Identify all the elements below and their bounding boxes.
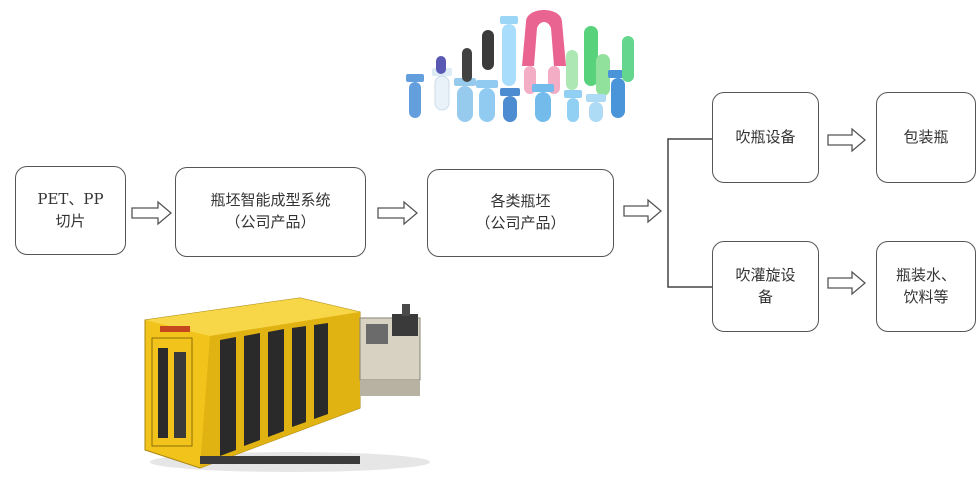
node-packaging-bottle: 包装瓶 <box>876 92 976 183</box>
node-blow-fill-cap: 吹灌旋设 备 <box>712 241 819 332</box>
arrow-raw-to-system <box>131 200 173 226</box>
node-bottled-drinks-line2: 饮料等 <box>903 287 949 306</box>
node-blow-equipment-line1: 吹瓶设备 <box>735 127 796 146</box>
node-bottled-drinks: 瓶装水、 饮料等 <box>876 241 976 332</box>
node-molding-system-line1: 瓶坯智能成型系统 <box>210 191 331 210</box>
arrow-blow-to-bottle <box>827 127 867 153</box>
arrow-bfc-to-drinks <box>827 270 867 296</box>
node-molding-system: 瓶坯智能成型系统 （公司产品） <box>175 167 366 257</box>
preforms-photo <box>406 10 634 122</box>
injection-molding-machine-photo <box>144 297 430 472</box>
node-preforms-line1: 各类瓶坯 <box>490 192 551 211</box>
branch-connector <box>667 138 712 288</box>
node-blow-fill-cap-line1: 吹灌旋设 <box>735 265 796 284</box>
node-raw-material-line2: 切片 <box>55 211 86 230</box>
node-packaging-bottle-line1: 包装瓶 <box>903 127 949 146</box>
node-blow-equipment: 吹瓶设备 <box>712 92 819 183</box>
node-bottled-drinks-line1: 瓶装水、 <box>895 265 956 284</box>
arrow-system-to-preforms <box>377 200 419 226</box>
node-raw-material: PET、PP 切片 <box>15 166 126 255</box>
node-raw-material-line1: PET、PP <box>37 189 104 208</box>
node-preforms: 各类瓶坯 （公司产品） <box>427 169 614 257</box>
arrow-preforms-to-branch <box>623 198 663 224</box>
node-molding-system-line2: （公司产品） <box>225 213 316 231</box>
node-blow-fill-cap-line2: 备 <box>757 287 773 306</box>
node-preforms-line2: （公司产品） <box>475 214 566 232</box>
